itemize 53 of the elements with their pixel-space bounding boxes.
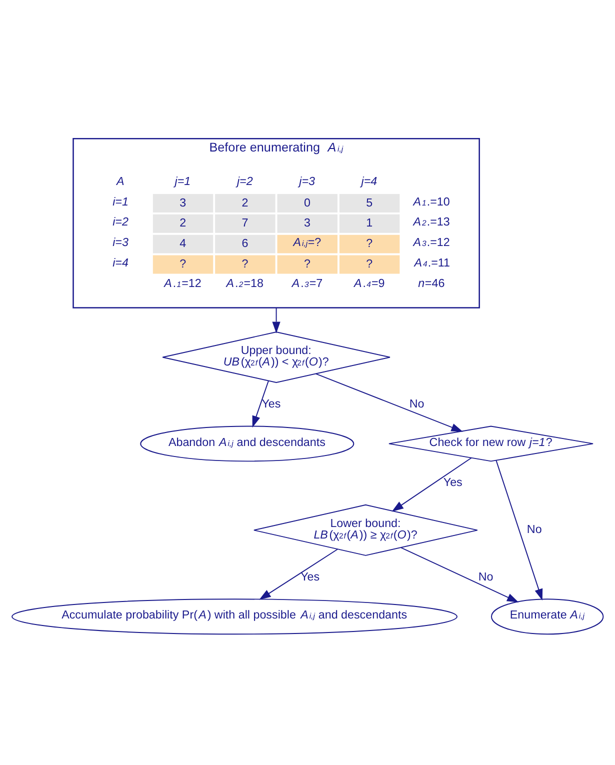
label: ? <box>304 257 310 270</box>
node-ellipse: Enumerate Ai,j <box>491 598 604 635</box>
label: 7 <box>242 216 248 230</box>
node-diamond: Check for new row j=1? <box>388 426 594 462</box>
edge-label: Yes <box>300 570 320 584</box>
label: A.2=18 <box>226 276 264 290</box>
label: i=2 <box>112 216 128 229</box>
edge-label: Yes <box>262 397 281 410</box>
label: 4 <box>180 237 186 250</box>
label: i=1 <box>112 195 128 208</box>
label: 6 <box>242 237 248 250</box>
node-diamond: Upper bound: UB(χ2f(A)) < χ2f(O)? <box>162 331 390 383</box>
arrow <box>272 307 280 334</box>
edge-label: No <box>409 397 424 410</box>
label: ? <box>366 257 373 270</box>
label: A1.=10 <box>413 195 450 208</box>
label: j=2 <box>236 174 253 188</box>
label: 3 <box>304 216 310 230</box>
label: 2 <box>242 196 248 210</box>
label: Ai,j=? <box>293 236 322 250</box>
label: j=3 <box>299 174 315 188</box>
label: A.3=7 <box>292 276 323 290</box>
label: A2.=13 <box>413 216 450 229</box>
label: j=1 <box>174 174 191 188</box>
arrow <box>315 373 463 432</box>
label: A <box>116 174 124 188</box>
label: i=3 <box>112 236 128 250</box>
node-ellipse: Accumulate probability Pr(A) with all possible Ai,j and descendants <box>12 598 458 635</box>
arrow <box>400 547 519 602</box>
label: 1 <box>366 216 373 230</box>
edge-label: No <box>478 570 494 584</box>
label: i=4 <box>112 256 128 270</box>
label: A.4=9 <box>354 276 385 290</box>
label: ? <box>180 257 186 270</box>
arrow <box>496 460 543 601</box>
label: 2 <box>180 216 186 230</box>
label: ? <box>366 237 373 250</box>
label: j=4 <box>361 174 378 188</box>
label: ? <box>242 257 248 270</box>
label: n=46 <box>418 276 445 290</box>
edge-label: Yes <box>443 476 462 490</box>
label: 5 <box>366 196 373 210</box>
label: A3.=12 <box>413 236 450 250</box>
label: 0 <box>304 196 310 210</box>
label: 3 <box>180 196 186 210</box>
arrow <box>392 457 472 512</box>
node-ellipse: Abandon Ai,j and descendants <box>140 426 354 462</box>
edge-label: No <box>526 523 542 536</box>
arrow <box>259 548 338 600</box>
label: A.1=12 <box>164 276 202 290</box>
node-diamond: Lower bound: LB(χ2f(A)) ≥ χ2f(O)? <box>253 504 478 556</box>
arrow <box>252 380 269 428</box>
label: A4.=11 <box>414 256 450 270</box>
